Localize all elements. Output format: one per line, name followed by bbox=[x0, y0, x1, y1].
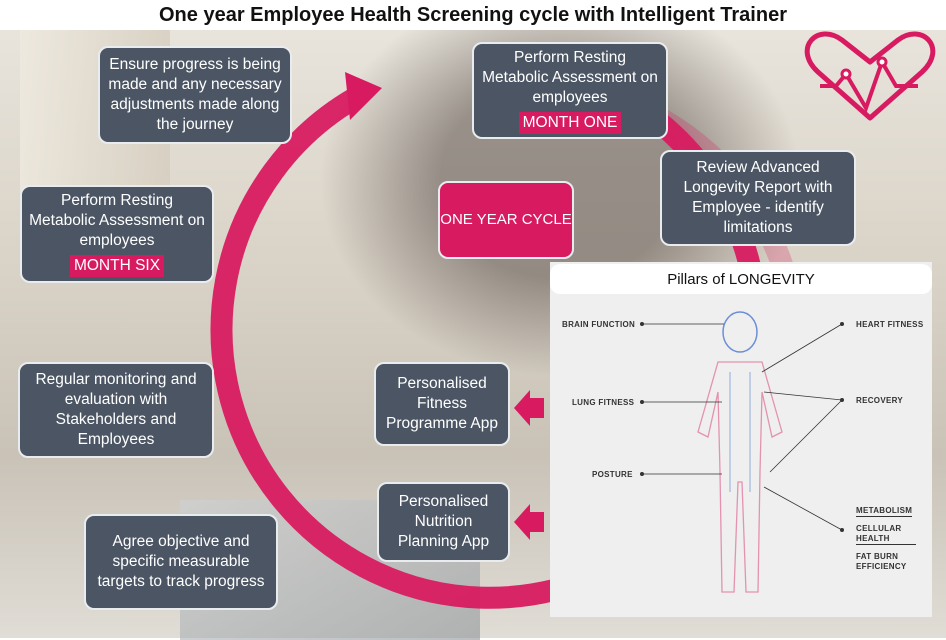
page-title: One year Employee Health Screening cycle… bbox=[159, 4, 787, 26]
step-month-one-text: Perform Resting Metabolic Assessment on … bbox=[482, 48, 658, 106]
nutrition-arrow-icon bbox=[514, 504, 544, 540]
pillar-lung-fitness: LUNG FITNESS bbox=[572, 398, 635, 407]
step-month-one: Perform Resting Metabolic Assessment on … bbox=[472, 42, 668, 139]
body-outline-figure bbox=[640, 311, 844, 593]
step-agree-objectives: Agree objective and specific measurable … bbox=[84, 514, 278, 610]
step-monitoring: Regular monitoring and evaluation with S… bbox=[18, 362, 214, 458]
month-six-tag: MONTH SIX bbox=[69, 255, 165, 277]
pillar-brain-function: BRAIN FUNCTION bbox=[562, 320, 636, 329]
step-progress-text: Ensure progress is being made and any ne… bbox=[108, 56, 282, 133]
step-review-report: Review Advanced Longevity Report with Em… bbox=[660, 150, 856, 246]
step-ensure-progress: Ensure progress is being made and any ne… bbox=[98, 46, 292, 144]
pillar-cellular-health: CELLULAR HEALTH bbox=[856, 524, 916, 545]
pillar-posture: POSTURE bbox=[592, 470, 633, 479]
pillar-heart-fitness: HEART FITNESS bbox=[856, 320, 924, 329]
step-agree-text: Agree objective and specific measurable … bbox=[97, 533, 265, 590]
one-year-cycle-label: ONE YEAR CYCLE bbox=[438, 181, 574, 259]
step-nutrition-text: Personalised Nutrition Planning App bbox=[397, 493, 490, 550]
step-nutrition-app: Personalised Nutrition Planning App bbox=[377, 482, 510, 562]
fitness-arrow-icon bbox=[514, 390, 544, 426]
month-one-tag: MONTH ONE bbox=[518, 111, 622, 134]
pillar-metabolism: METABOLISM bbox=[856, 506, 913, 517]
step-month-six-text: Perform Resting Metabolic Assessment on … bbox=[29, 192, 205, 249]
cycle-arrowhead bbox=[345, 72, 382, 120]
step-fitness-app: Personalised Fitness Programme App bbox=[374, 362, 510, 446]
step-review-text: Review Advanced Longevity Report with Em… bbox=[683, 159, 833, 236]
pillar-recovery: RECOVERY bbox=[856, 396, 904, 405]
step-month-six: Perform Resting Metabolic Assessment on … bbox=[20, 185, 214, 283]
pillars-title: Pillars of LONGEVITY bbox=[550, 264, 932, 294]
step-fitness-text: Personalised Fitness Programme App bbox=[386, 375, 498, 432]
pillar-fat-burn: FAT BURN EFFICIENCY bbox=[856, 552, 907, 571]
step-monitoring-text: Regular monitoring and evaluation with S… bbox=[35, 371, 197, 448]
pillars-panel: BRAIN FUNCTION LUNG FITNESS POSTURE HEAR… bbox=[550, 262, 932, 617]
